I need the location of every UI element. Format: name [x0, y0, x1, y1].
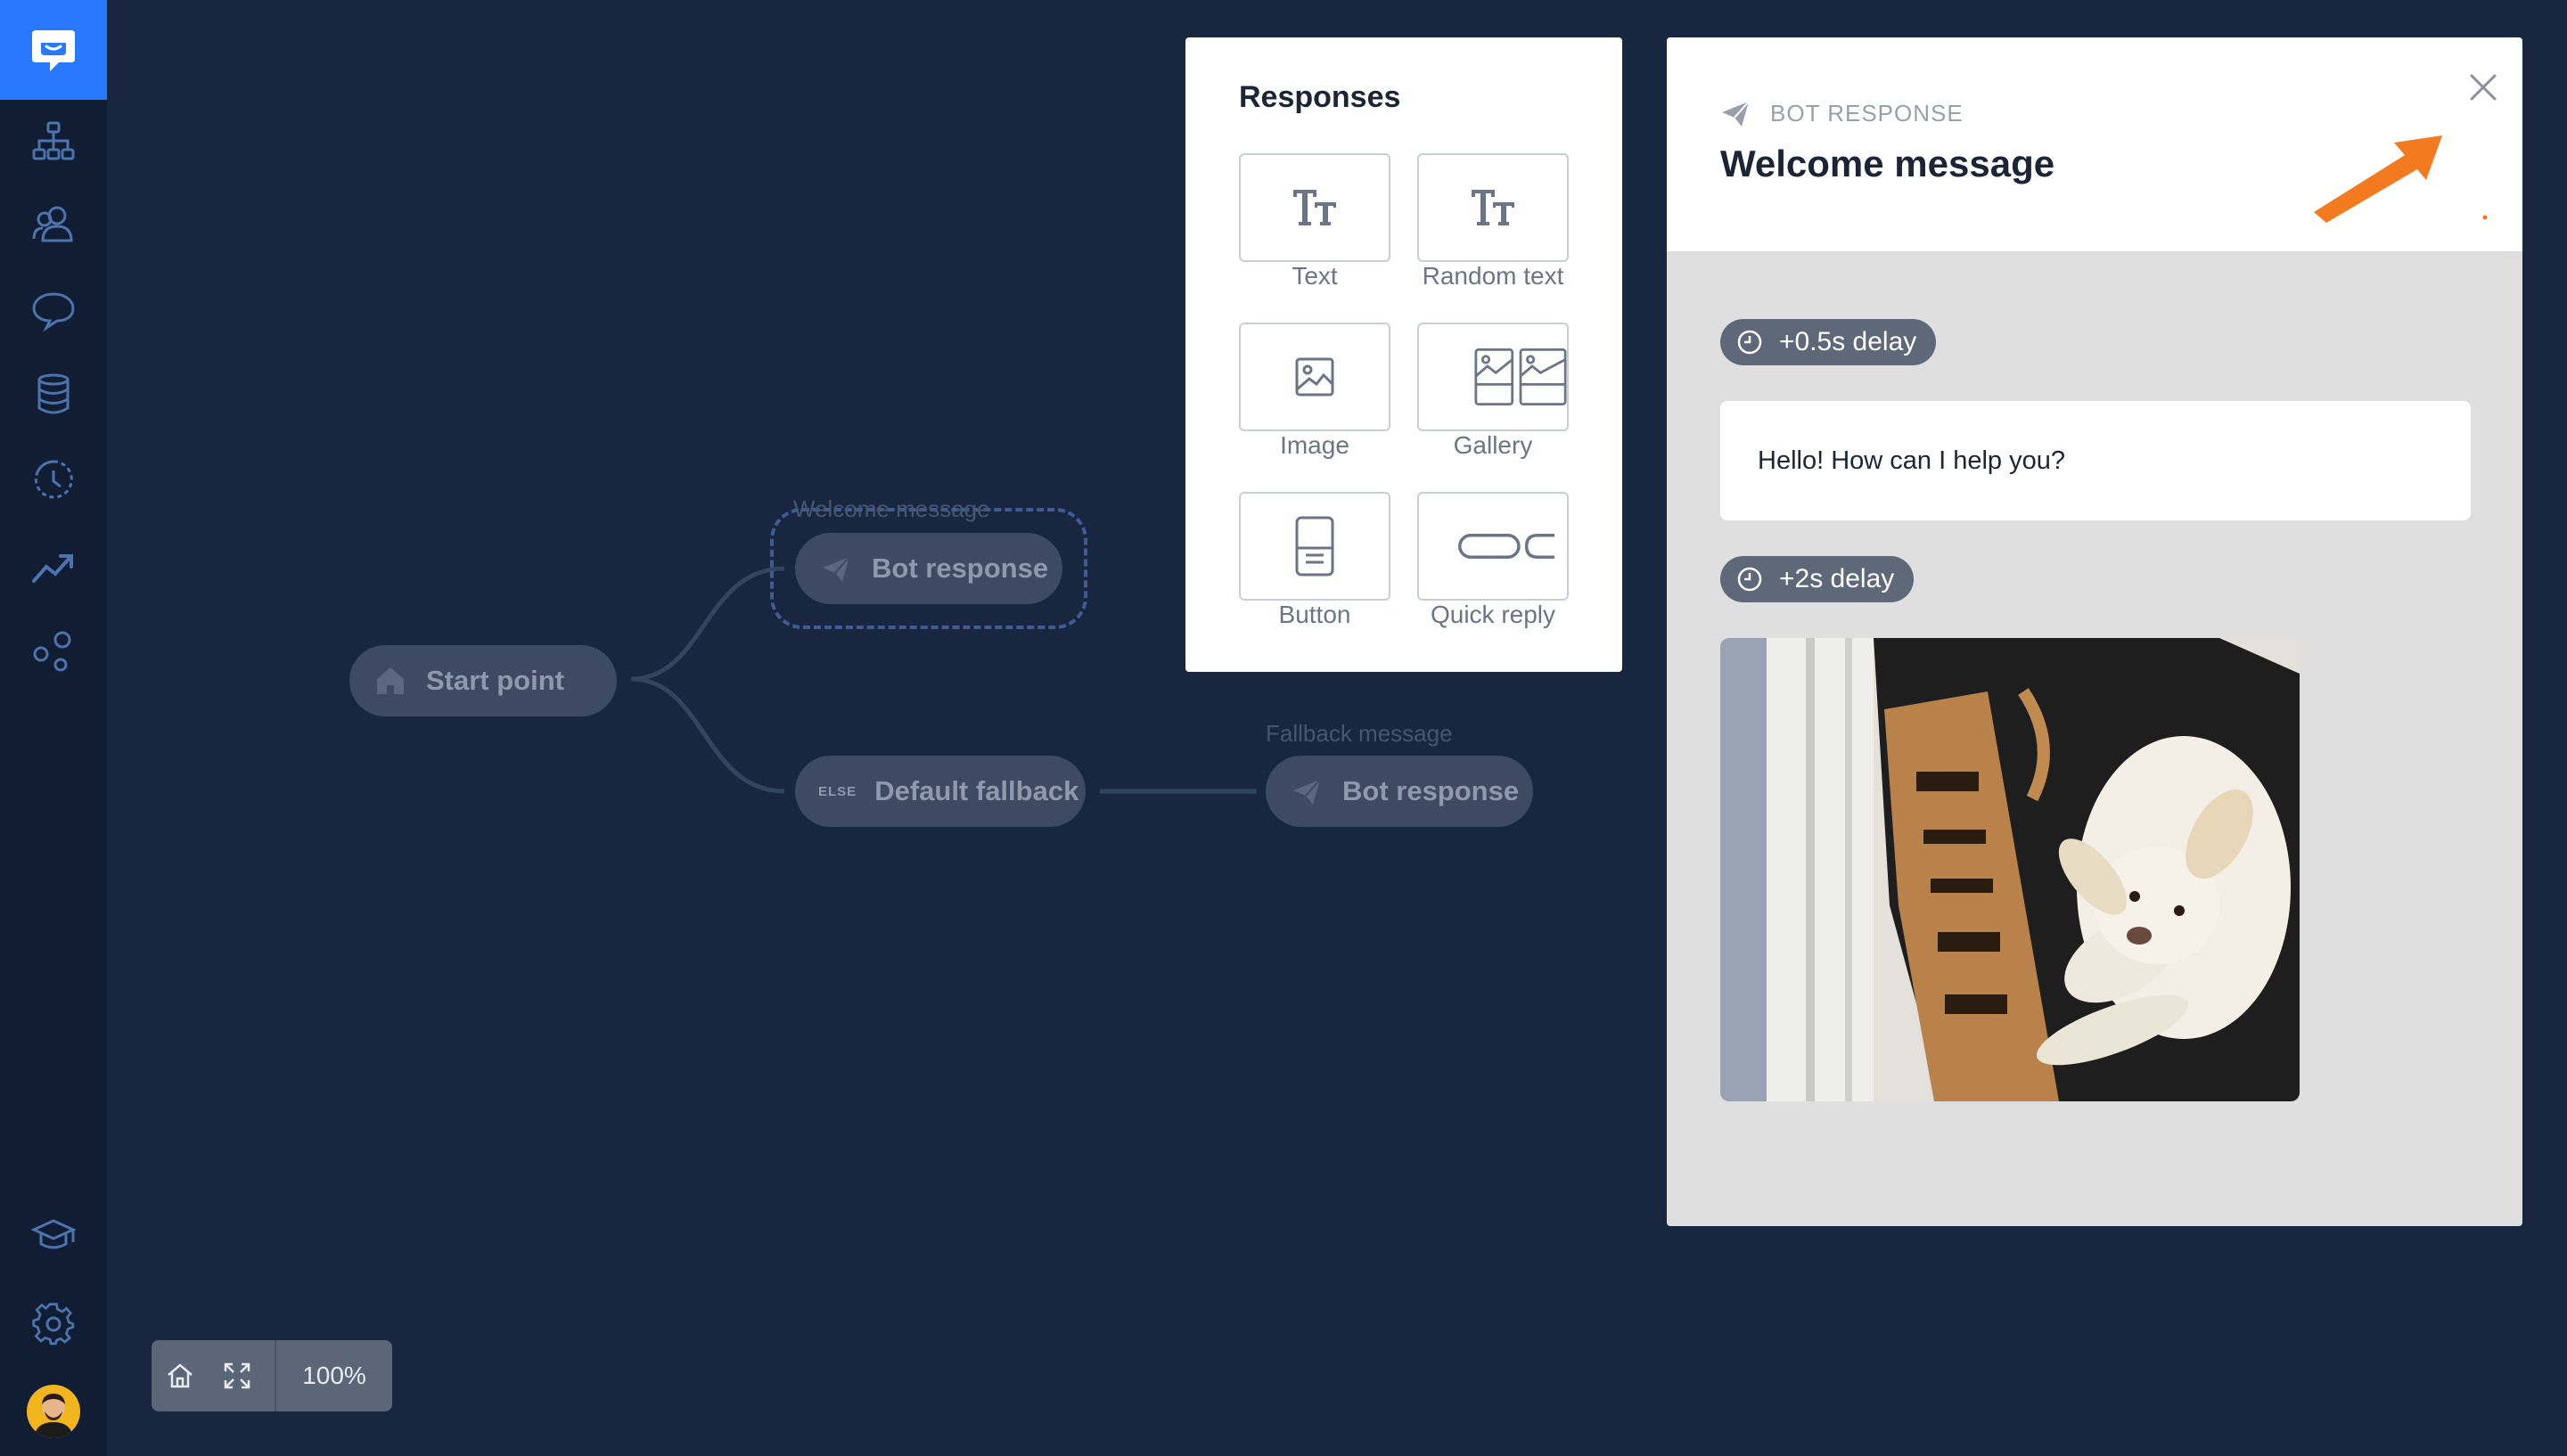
audience-icon [32, 206, 73, 242]
zoom-level[interactable]: 100% [302, 1362, 366, 1389]
flows-icon [32, 121, 75, 160]
panel-kicker-text: BOT RESPONSE [1770, 99, 1964, 127]
text-icon [1293, 190, 1336, 225]
response-tile-button-label: Button [1278, 601, 1351, 628]
sidebar-item-chats[interactable] [0, 274, 107, 346]
data-icon [37, 373, 70, 414]
dog-photo-image [1720, 638, 2300, 1101]
fallback-node-label: Default fallback [874, 775, 1079, 806]
response-tile-image-label: Image [1280, 431, 1349, 459]
integrations-icon [33, 631, 71, 672]
send-icon [1722, 101, 1750, 127]
clock-icon [1737, 330, 1762, 355]
text-response-content: Hello! How can I help you? [1758, 446, 2065, 475]
avatar-face-icon [34, 1394, 73, 1438]
delay-badge-1[interactable]: +0.5s delay [1720, 319, 1937, 365]
delay-1-label: +0.5s delay [1779, 327, 1917, 356]
panel-header: BOT RESPONSE Welcome message [1667, 37, 2522, 251]
fit-screen-button[interactable] [209, 1340, 266, 1411]
response-tile-quick-reply-label: Quick reply [1430, 601, 1556, 628]
app-logo[interactable] [0, 0, 107, 100]
default-fallback-node[interactable]: ELSE Default fallback [795, 756, 1086, 827]
selected-node-outline [770, 508, 1087, 629]
start-point-node[interactable]: Start point [349, 645, 617, 716]
start-point-label: Start point [426, 665, 564, 696]
annotation-arrow-icon [2314, 135, 2488, 223]
home-outline-icon [168, 1363, 193, 1388]
chat-logo-icon [32, 30, 75, 71]
sidebar-item-settings[interactable] [0, 1288, 107, 1360]
canvas-toolbar: 100% [152, 1340, 392, 1411]
fallback-bot-response-node[interactable]: Bot response [1266, 756, 1533, 827]
panel-title[interactable]: Welcome message [1720, 143, 2055, 184]
response-tile-gallery-label: Gallery [1453, 431, 1533, 459]
history-icon [34, 460, 73, 499]
response-tile-text[interactable] [1239, 153, 1390, 262]
send-icon [818, 551, 854, 586]
response-tile-quick-reply[interactable] [1417, 492, 1569, 601]
image-response[interactable] [1720, 638, 2300, 1101]
response-tile-random-text-label: Random text [1422, 262, 1564, 290]
welcome-node-label: Bot response [872, 552, 1049, 584]
panel-kicker: BOT RESPONSE [1720, 98, 1964, 128]
learning-icon [30, 1219, 77, 1249]
user-avatar[interactable] [27, 1385, 80, 1438]
random-text-icon [1472, 190, 1514, 225]
sidebar-item-audience[interactable] [0, 189, 107, 260]
response-tile-gallery[interactable] [1417, 323, 1569, 431]
sidebar-item-learning[interactable] [0, 1199, 107, 1271]
else-tag: ELSE [818, 783, 857, 799]
button-icon [1295, 516, 1334, 577]
sidebar-item-integrations[interactable] [0, 615, 107, 686]
responses-panel: Responses Text Random text Image Gallery… [1185, 37, 1622, 672]
center-view-button[interactable] [152, 1340, 209, 1411]
close-icon [2470, 74, 2497, 101]
settings-icon [32, 1303, 75, 1346]
response-tile-text-label: Text [1292, 262, 1338, 290]
quick-reply-icon [1458, 534, 1555, 559]
clock-icon [1737, 567, 1762, 592]
sidebar-item-reports[interactable] [0, 529, 107, 601]
image-icon [1295, 357, 1334, 397]
response-tile-button[interactable] [1239, 492, 1390, 601]
sidebar-item-history[interactable] [0, 444, 107, 515]
text-response-bubble[interactable]: Hello! How can I help you? [1720, 401, 2471, 520]
expand-icon [224, 1362, 250, 1389]
home-icon [373, 663, 408, 699]
sidebar-item-data[interactable] [0, 358, 107, 429]
send-icon [1289, 773, 1325, 809]
chat-icon [32, 292, 75, 332]
response-tile-random-text[interactable] [1417, 153, 1569, 262]
welcome-bot-response-node[interactable]: Bot response [795, 533, 1062, 604]
fallback-response-label: Bot response [1342, 775, 1520, 806]
welcome-node-caption: Welcome message [793, 495, 990, 522]
toolbar-divider [275, 1340, 276, 1411]
responses-title: Responses [1239, 80, 1401, 114]
close-button[interactable] [2455, 59, 2512, 116]
sidebar-item-flows[interactable] [0, 105, 107, 176]
sidebar [0, 0, 107, 1456]
delay-2-label: +2s delay [1779, 564, 1895, 593]
reports-icon [32, 554, 73, 583]
delay-badge-2[interactable]: +2s delay [1720, 556, 1915, 602]
fallback-node-caption: Fallback message [1266, 720, 1453, 747]
bot-response-panel: BOT RESPONSE Welcome message +0.5s delay… [1667, 37, 2522, 1226]
response-tile-image[interactable] [1239, 323, 1390, 431]
gallery-icon [1474, 348, 1567, 406]
